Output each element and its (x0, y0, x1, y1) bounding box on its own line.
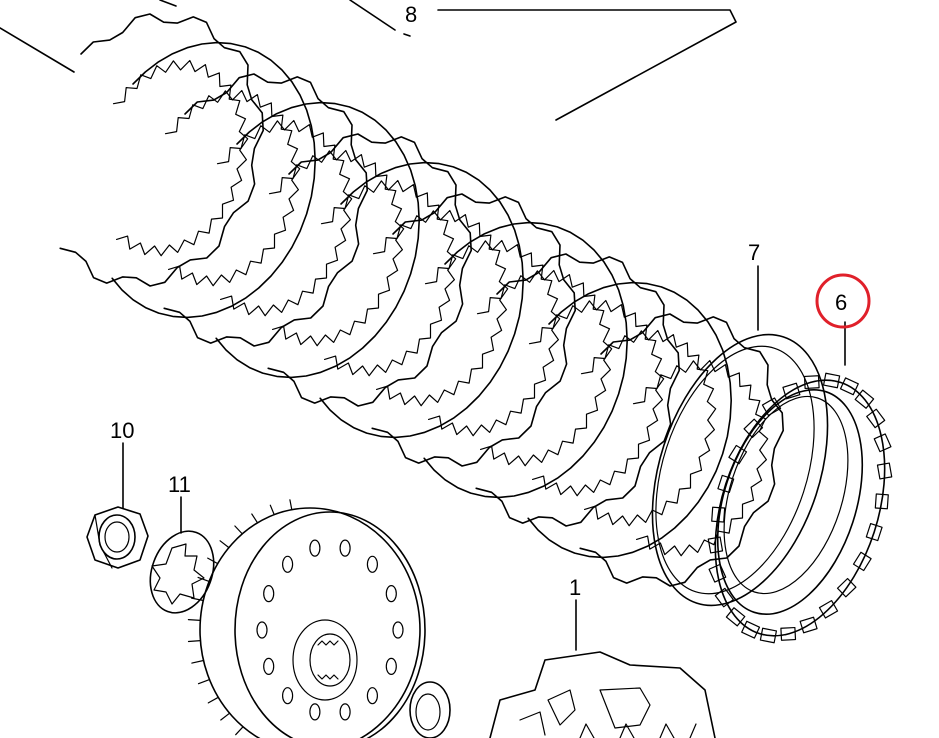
friction-tab (874, 493, 889, 510)
friction-tab (725, 607, 746, 627)
friction-tab (780, 626, 797, 641)
friction-tab (818, 600, 839, 619)
friction-plate-6 (707, 321, 893, 644)
callout-label-11: 11 (168, 472, 191, 497)
friction-tab (759, 627, 778, 644)
plate-outline (111, 41, 316, 319)
hub-hole (309, 703, 321, 721)
callout-label-6: 6 (835, 290, 847, 315)
callout-bracket-8 (0, 0, 737, 121)
plate-outline (215, 101, 420, 379)
clutch-sleeve-hub (187, 499, 451, 738)
plate-inner-teeth (632, 359, 769, 557)
friction-tab (717, 474, 735, 494)
hub-tooth (235, 726, 244, 736)
friction-tab (852, 551, 872, 572)
friction-tab (876, 462, 893, 480)
hub-tooth (191, 659, 205, 664)
friction-tab (743, 418, 764, 439)
hub-tooth (191, 597, 204, 602)
plate-inner-teeth (320, 179, 457, 377)
plate-outline (371, 193, 576, 467)
hub-hole (263, 657, 275, 676)
plate-inner-teeth (112, 59, 249, 257)
hub-hole (263, 584, 275, 603)
friction-tab (866, 408, 886, 429)
callout-label-1: 1 (569, 575, 581, 600)
friction-tab (711, 506, 726, 523)
friction-tab (822, 372, 841, 389)
plate-outline (319, 161, 524, 439)
plate-outline (163, 73, 368, 347)
hub-hole (392, 621, 404, 639)
friction-tab (741, 620, 761, 639)
callout-labels: 8 7 6 10 11 1 (110, 2, 871, 600)
friction-tab (761, 397, 782, 416)
plate-outline (527, 281, 732, 559)
friction-tab (873, 433, 892, 453)
callout-label-10: 10 (110, 418, 134, 443)
hub-hole (256, 621, 268, 639)
friction-plate-tabs (707, 372, 893, 644)
hub-hole (366, 687, 378, 705)
friction-tab (799, 616, 818, 634)
plate-outline (59, 13, 264, 287)
hub-tooth (269, 504, 275, 516)
hub-tooth (207, 696, 219, 704)
friction-tab (803, 375, 820, 390)
plate-outline (579, 313, 784, 587)
hub-hole (339, 703, 351, 721)
hub-holes (256, 539, 404, 721)
plate-inner-teeth (372, 209, 509, 407)
plate-inner-teeth (216, 119, 353, 317)
plate-inner-teeth (424, 239, 561, 437)
hub-tooth (251, 513, 259, 524)
hub-tooth (289, 499, 293, 511)
hub-hole (309, 539, 321, 557)
plate-inner-teeth (268, 149, 405, 347)
plate-outline (475, 253, 680, 527)
highlight-circle-6 (815, 273, 871, 329)
plate-inner-teeth (164, 89, 301, 287)
callout-label-7: 7 (748, 240, 760, 265)
friction-tab (782, 382, 801, 400)
hub-tooth (197, 576, 210, 583)
steel-plate-7 (651, 265, 829, 607)
hub-hole (339, 539, 351, 557)
hub-tooth (197, 678, 211, 685)
hub-tooth (220, 712, 231, 721)
hub-tooth (234, 525, 243, 535)
lock-washer-11 (149, 496, 215, 614)
friction-tab (708, 563, 727, 583)
hub-hole (282, 555, 294, 573)
hub-hole (366, 555, 378, 573)
plate-outline (267, 133, 472, 407)
plate-inner-teeth (476, 269, 613, 467)
friction-tab (854, 389, 875, 409)
hub-hole (385, 584, 397, 603)
hub-tooth (187, 639, 201, 643)
hub-hole (385, 657, 397, 676)
friction-tab (728, 444, 748, 465)
hub-tooth (187, 618, 201, 622)
friction-tab (707, 536, 724, 554)
friction-tab (839, 377, 859, 396)
hub-tooth (219, 540, 230, 549)
hub-hole (282, 687, 294, 705)
primary-gear-1 (489, 599, 716, 738)
friction-tab (865, 522, 883, 542)
hub-tooth (207, 557, 219, 565)
nut-10 (86, 442, 149, 569)
friction-tab (836, 577, 857, 598)
callout-label-8: 8 (405, 2, 417, 27)
hub-spline-teeth (187, 499, 293, 738)
plate-inner-teeth (528, 299, 665, 497)
plate-inner-teeth (580, 329, 717, 527)
plate-outline (423, 221, 628, 499)
clutch-plate-stack (59, 13, 784, 587)
